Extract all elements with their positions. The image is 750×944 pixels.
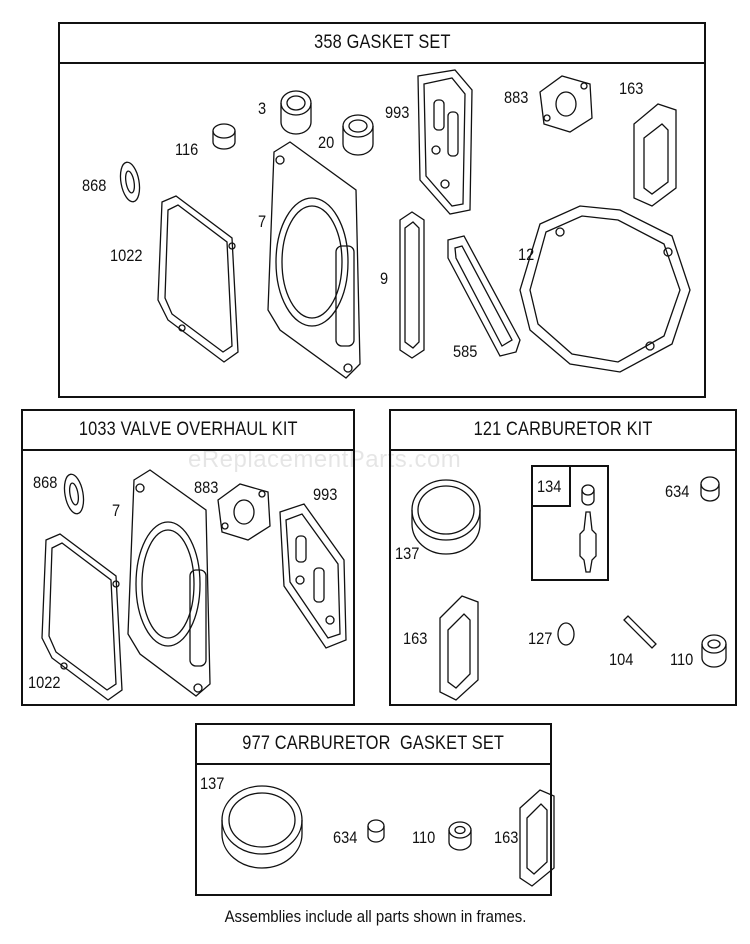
label-9: 9 [380, 269, 389, 288]
valve-kit-frame: 1033 VALVE OVERHAUL KIT [21, 409, 355, 706]
valve-label-868: 868 [33, 473, 58, 492]
valve-kit-title: 1033 VALVE OVERHAUL KIT [23, 411, 353, 451]
carb-label-104: 104 [609, 650, 634, 669]
label-116: 116 [175, 140, 199, 159]
gasket-set-frame: 358 GASKET SET [58, 22, 706, 398]
carb-gasket-set-frame: 977 CARBURETOR GASKET SET [195, 723, 552, 896]
set-label-110: 110 [412, 828, 436, 847]
valve-label-993: 993 [313, 485, 338, 504]
set-label-163: 163 [494, 828, 519, 847]
label-883: 883 [504, 88, 529, 107]
label-3: 3 [258, 99, 267, 118]
carb-kit-title: 121 CARBURETOR KIT [391, 411, 735, 451]
set-label-137: 137 [200, 774, 225, 793]
carb-label-634: 634 [665, 482, 690, 501]
kit-134-label-box [531, 465, 571, 507]
carb-label-163: 163 [403, 629, 428, 648]
carb-label-134: 134 [537, 477, 562, 496]
label-7: 7 [258, 212, 267, 231]
valve-label-1022: 1022 [28, 673, 61, 692]
gasket-set-title: 358 GASKET SET [60, 24, 704, 64]
carb-label-137: 137 [395, 544, 420, 563]
label-585: 585 [453, 342, 478, 361]
valve-label-883: 883 [194, 478, 219, 497]
label-12: 12 [518, 245, 535, 264]
label-20: 20 [318, 133, 335, 152]
label-868: 868 [82, 176, 107, 195]
set-label-634: 634 [333, 828, 358, 847]
label-1022: 1022 [110, 246, 143, 265]
carb-gasket-set-title: 977 CARBURETOR GASKET SET [197, 725, 550, 765]
carb-label-127: 127 [528, 629, 553, 648]
valve-label-7: 7 [112, 501, 121, 520]
footnote: Assemblies include all parts shown in fr… [224, 907, 526, 926]
watermark: eReplacementParts.com [188, 446, 462, 473]
label-163: 163 [619, 79, 644, 98]
label-993: 993 [385, 103, 410, 122]
carb-label-110: 110 [670, 650, 694, 669]
carb-kit-frame: 121 CARBURETOR KIT [389, 409, 737, 706]
